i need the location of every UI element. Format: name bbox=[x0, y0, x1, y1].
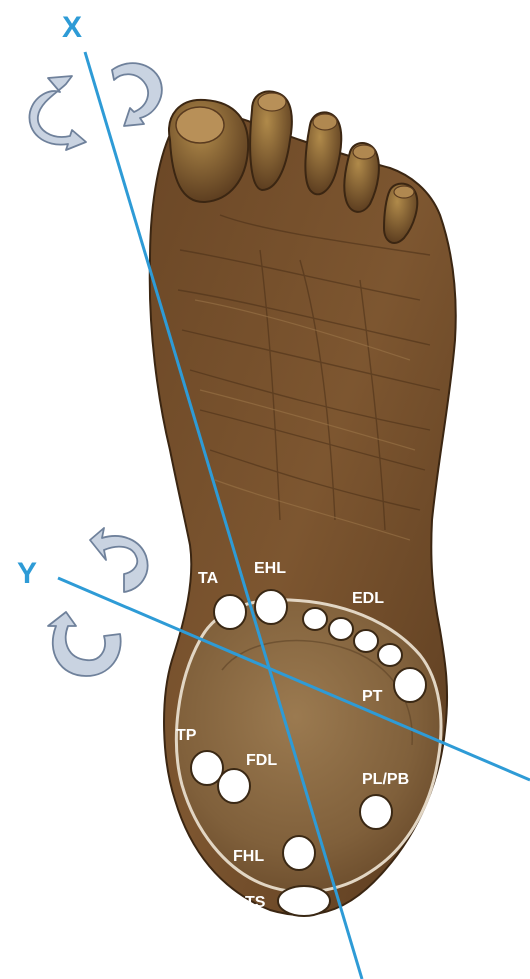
fourth-toe-nail bbox=[353, 145, 375, 159]
marker-edl-2 bbox=[329, 618, 353, 640]
label-fdl: FDL bbox=[246, 752, 277, 769]
marker-edl-4 bbox=[378, 644, 402, 666]
label-ts: TS bbox=[245, 894, 266, 911]
label-edl: EDL bbox=[352, 590, 384, 607]
marker-pt bbox=[394, 668, 426, 702]
label-pl-pb: PL/PB bbox=[362, 771, 409, 788]
label-tp: TP bbox=[176, 727, 197, 744]
label-ta: TA bbox=[198, 570, 219, 587]
second-toe-nail bbox=[258, 93, 286, 111]
foot-illustration bbox=[150, 91, 456, 915]
label-pt: PT bbox=[362, 688, 383, 705]
marker-tp-2 bbox=[218, 769, 250, 803]
marker-edl-1 bbox=[303, 608, 327, 630]
y-axis-label: Y bbox=[17, 557, 37, 590]
marker-ts bbox=[278, 886, 330, 916]
marker-edl-3 bbox=[354, 630, 378, 652]
x-axis-label: X bbox=[62, 11, 82, 44]
fifth-toe-nail bbox=[394, 186, 414, 198]
marker-ta bbox=[214, 595, 246, 629]
label-fhl: FHL bbox=[233, 848, 264, 865]
marker-fhl bbox=[283, 836, 315, 870]
label-ehl: EHL bbox=[254, 560, 286, 577]
third-toe-nail bbox=[313, 114, 337, 130]
marker-pl-pb bbox=[360, 795, 392, 829]
marker-ehl bbox=[255, 590, 287, 624]
big-toe-nail bbox=[176, 107, 224, 143]
